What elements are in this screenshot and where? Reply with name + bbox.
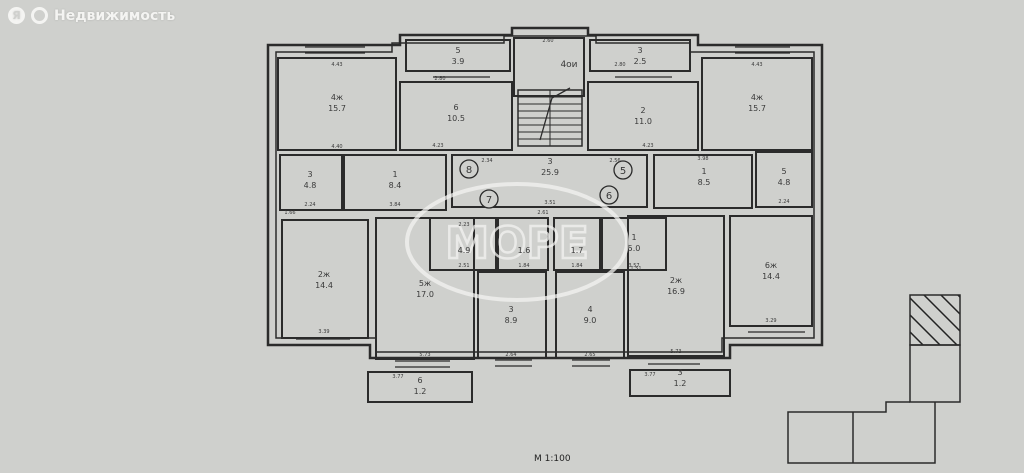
- dimension: 1.84: [571, 263, 582, 269]
- room-area: 15.7: [328, 104, 346, 113]
- room-number: 5: [455, 46, 460, 55]
- dimension: 1.51: [630, 266, 641, 272]
- room-number: 3: [677, 368, 682, 377]
- dimension: 5.73: [419, 352, 430, 358]
- dimension: 3.98: [697, 156, 708, 162]
- brand-name: Недвижимость: [54, 7, 176, 24]
- room-area: 1.6: [518, 246, 531, 255]
- room-number: 5: [781, 167, 786, 176]
- room-area: 8.9: [505, 316, 518, 325]
- room-number: 3: [307, 170, 312, 179]
- room-number: 2: [640, 106, 645, 115]
- dimension: 2.80: [434, 76, 445, 82]
- room-area: 14.4: [762, 272, 780, 281]
- room-area: 17.0: [416, 290, 434, 299]
- axis-marker-label: 6: [606, 191, 612, 202]
- room-area: 3.9: [452, 57, 465, 66]
- dimension: 1.84: [518, 263, 529, 269]
- site-key-plan: [787, 294, 961, 464]
- axis-marker-label: 8: [466, 165, 472, 176]
- dimension: 3.77: [644, 372, 655, 378]
- dimension: 2.64: [505, 352, 516, 358]
- watermark-text: MOPE: [445, 218, 589, 269]
- dimension: 2.60: [542, 38, 553, 44]
- room-number: 4: [587, 305, 592, 314]
- room-number: 4ж: [331, 93, 343, 102]
- room-number: 1: [631, 233, 636, 242]
- dimension: 4.23: [432, 143, 443, 149]
- room-area: 1.2: [674, 379, 687, 388]
- room-area: 8.4: [389, 181, 402, 190]
- dimension: 4.43: [331, 62, 342, 68]
- scale-label: М 1:100: [534, 454, 571, 464]
- dimension: 2.56: [609, 158, 620, 164]
- room-number: 2ж: [318, 270, 330, 279]
- room-number: 2ж: [670, 276, 682, 285]
- room-area: 2.5: [634, 57, 647, 66]
- dimension: 2.65: [584, 352, 595, 358]
- dimension: 2.80: [614, 62, 625, 68]
- room-area: 1.2: [414, 387, 427, 396]
- room-number: 1: [392, 170, 397, 179]
- watermark-logo: MOPE: [405, 182, 629, 302]
- room-area: 9.0: [584, 316, 597, 325]
- room-area: 11.0: [634, 117, 652, 126]
- dimension: 2.23: [458, 222, 469, 228]
- room-number: 5ж: [419, 279, 431, 288]
- room-number: 4ж: [751, 93, 763, 102]
- dimension-labels: 4.40 4.43 2.60 2.80 2.80 4.23 4.23 3.9 8 …: [284, 38, 789, 380]
- room-number: 6: [417, 376, 422, 385]
- dimension: 2.61: [537, 210, 548, 216]
- dimension: 1.66: [284, 210, 295, 216]
- dimension: 2.24: [778, 199, 789, 205]
- yandex-logo-icon: Я: [8, 7, 25, 24]
- room-number: 3: [637, 46, 642, 55]
- dimension: 5.73: [670, 349, 681, 355]
- room-number: 1: [701, 167, 706, 176]
- dimension: 2.34: [481, 158, 492, 164]
- dimension: 4.43: [751, 62, 762, 68]
- room-number: 3: [547, 157, 552, 166]
- room-area: 14.4: [315, 281, 333, 290]
- room-area: 4.8: [778, 178, 791, 187]
- dimension: 3.29: [765, 318, 776, 324]
- dimension: 2.51: [458, 263, 469, 269]
- room-area: 1.7: [571, 246, 584, 255]
- room-area: 4.8: [304, 181, 317, 190]
- dimension: 4.23: [642, 143, 653, 149]
- room-number: 6ж: [765, 261, 777, 270]
- room-area: 16.9: [667, 287, 685, 296]
- room-labels: 5 3.9 3 2.5 4ж 15.7 6 10.5 2 11.0 4ж 15.7 3 4.8…: [304, 46, 791, 396]
- brand-watermark: Я Недвижимость: [8, 7, 175, 24]
- room-area: 25.9: [541, 168, 559, 177]
- axis-marker-label: 5: [620, 166, 626, 177]
- room-number: 3: [508, 305, 513, 314]
- axis-marker-label: 7: [486, 195, 492, 206]
- room-walls: [277, 37, 813, 403]
- dimension: 3.77: [392, 374, 403, 380]
- dimension: 4.40: [331, 144, 342, 150]
- dimension: 3.39: [318, 329, 329, 335]
- dimension: 3.51: [544, 200, 555, 206]
- dimension: 3.84: [389, 202, 400, 208]
- ring-logo-icon: [31, 7, 48, 24]
- room-area: 4.9: [458, 246, 471, 255]
- windows: [296, 46, 805, 368]
- room-area: 15.7: [748, 104, 766, 113]
- axis-markers: 8 7 5 6: [459, 159, 633, 209]
- room-area: 5.0: [628, 244, 641, 253]
- room-area: 10.5: [447, 114, 465, 123]
- stair-label: 4ои: [560, 60, 577, 70]
- room-area: 8.5: [698, 178, 711, 187]
- room-number: 6: [453, 103, 458, 112]
- dimension: 2.24: [304, 202, 315, 208]
- staircase-icon: [517, 87, 583, 147]
- dimension: 3.57: [628, 263, 639, 269]
